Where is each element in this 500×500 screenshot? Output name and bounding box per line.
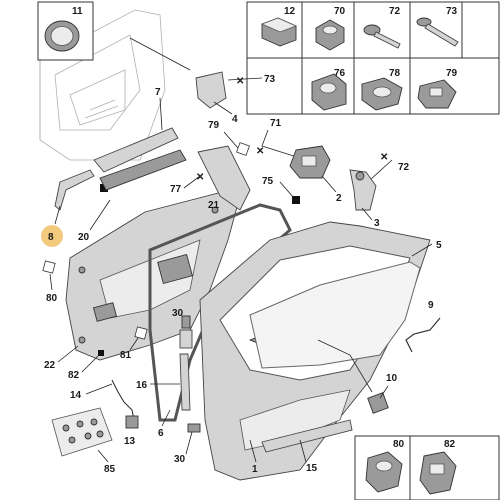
callout-13: 13 xyxy=(124,436,136,447)
svg-text:✕: ✕ xyxy=(256,146,264,157)
marker-81 xyxy=(134,326,148,340)
marker-square-76 xyxy=(100,184,108,192)
marker-square-75 xyxy=(292,196,300,204)
screw-part-72 xyxy=(363,24,401,49)
callout-82-main: 82 xyxy=(68,370,80,381)
svg-text:✕: ✕ xyxy=(380,152,388,163)
callout-12: 12 xyxy=(284,6,296,17)
inset-box-80-82: 80 82 xyxy=(354,435,500,500)
svg-text:✕: ✕ xyxy=(196,172,204,183)
latch-part-2 xyxy=(289,145,331,179)
callout-71: 71 xyxy=(270,118,282,129)
trim-strip-8 xyxy=(54,169,95,211)
callout-11: 11 xyxy=(72,6,83,17)
spoiler-trim-7 xyxy=(93,127,179,173)
callout-72-main: 72 xyxy=(398,162,410,173)
clip-part-76 xyxy=(311,73,347,111)
callout-78: 78 xyxy=(389,68,401,79)
callout-15: 15 xyxy=(306,463,318,474)
side-trim-21 xyxy=(197,145,251,211)
callout-73-main: 73 xyxy=(264,74,276,85)
callout-30-lower: 30 xyxy=(174,454,186,465)
callout-21: 21 xyxy=(208,200,220,211)
callout-10: 10 xyxy=(386,373,398,384)
marker-82 xyxy=(98,350,104,356)
callout-9: 9 xyxy=(428,300,434,311)
hardware-grid: 12 70 72 73 76 78 79 xyxy=(246,1,500,115)
callout-72: 72 xyxy=(389,6,401,17)
vehicle-outline xyxy=(39,9,166,161)
inset-box-11: 11 xyxy=(37,1,94,61)
trim-bar-15 xyxy=(261,419,353,453)
callout-16: 16 xyxy=(136,380,148,391)
callout-80-box: 80 xyxy=(393,439,405,450)
callout-70: 70 xyxy=(334,6,346,17)
wiring-14 xyxy=(111,379,135,421)
callout-3: 3 xyxy=(374,218,380,229)
gas-strut-16 xyxy=(179,353,191,411)
hinge-bracket-4 xyxy=(195,71,227,109)
callout-75: 75 xyxy=(262,176,274,187)
callout-81: 81 xyxy=(120,350,132,361)
connector-13 xyxy=(125,415,139,429)
callout-79-main: 79 xyxy=(208,120,220,131)
clip-part-78 xyxy=(361,77,403,111)
connector-part-79 xyxy=(417,79,457,109)
callout-30-upper: 30 xyxy=(172,308,184,319)
callout-85: 85 xyxy=(104,464,116,475)
bumper-stop-30a xyxy=(179,315,193,349)
callout-2: 2 xyxy=(336,193,342,204)
callout-77: 77 xyxy=(170,184,182,195)
nut-part-70 xyxy=(315,19,345,51)
wiring-9 xyxy=(405,317,441,353)
rear-glass-5 xyxy=(249,261,421,369)
lock-actuator-10 xyxy=(367,392,389,414)
callout-20: 20 xyxy=(78,232,90,243)
screw-part-73 xyxy=(416,17,459,47)
callout-22: 22 xyxy=(44,360,56,371)
highlight-8 xyxy=(41,225,63,247)
striker-part-3 xyxy=(349,169,377,211)
callout-7: 7 xyxy=(155,87,161,98)
callout-14: 14 xyxy=(70,390,82,401)
callout-73: 73 xyxy=(446,6,458,17)
callout-76: 76 xyxy=(334,68,346,79)
bumper-stop-30b xyxy=(187,423,201,433)
callout-80-main: 80 xyxy=(46,293,58,304)
callout-1: 1 xyxy=(252,464,258,475)
callout-4: 4 xyxy=(232,114,238,125)
callout-82-box: 82 xyxy=(444,439,456,450)
block-part-12 xyxy=(260,17,298,47)
callout-6: 6 xyxy=(158,428,164,439)
clip-kit-85 xyxy=(51,407,113,457)
callout-8: 8 xyxy=(48,232,54,243)
svg-text:✕: ✕ xyxy=(236,76,244,87)
marker-80 xyxy=(42,260,56,274)
callout-79: 79 xyxy=(446,68,458,79)
callout-5: 5 xyxy=(436,240,442,251)
